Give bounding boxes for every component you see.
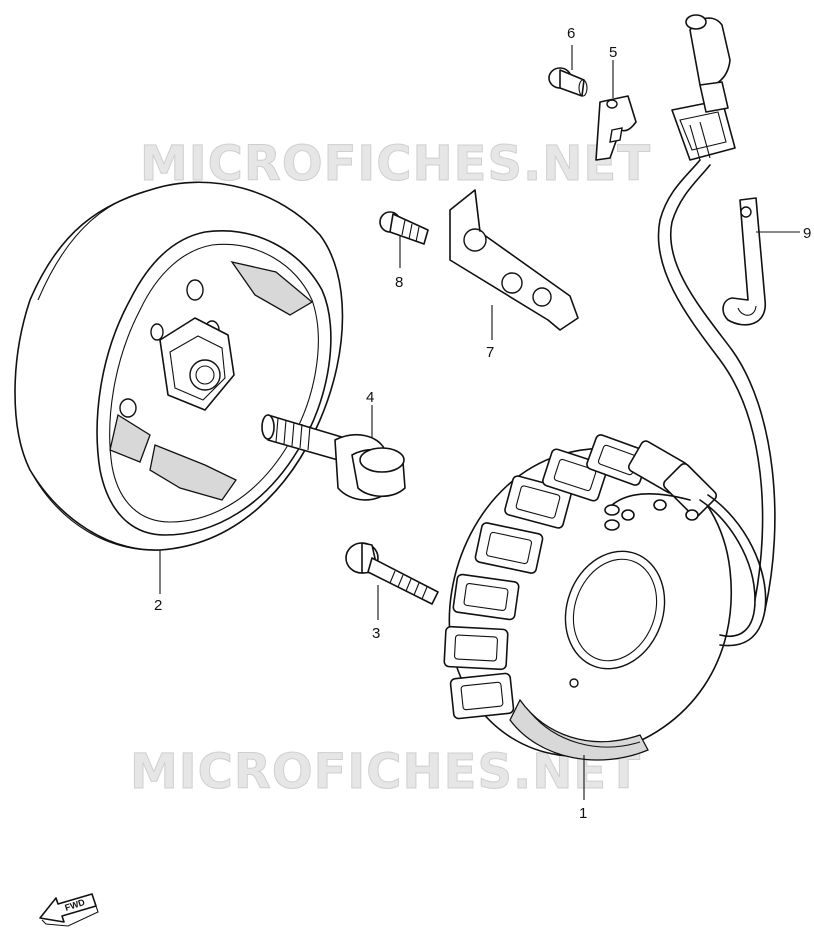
callout-4: 4 (366, 389, 374, 406)
bracket (449, 189, 579, 331)
screw-8 (379, 211, 429, 245)
callout-1: 1 (579, 805, 587, 822)
rotor-bolt (261, 414, 406, 501)
clamp (595, 95, 637, 161)
callout-8: 8 (395, 274, 403, 291)
wire-clamp (722, 197, 766, 326)
rotor-flywheel (14, 181, 344, 551)
fwd-arrow-icon: FWD (39, 893, 99, 927)
callout-6: 6 (567, 25, 575, 42)
callout-9: 9 (803, 225, 811, 242)
watermark-top: MICROFICHES.NET (140, 136, 651, 192)
callout-7: 7 (486, 344, 494, 361)
stator-coil (443, 434, 732, 761)
bolt (345, 542, 439, 605)
wire-harness (657, 14, 776, 647)
callout-2: 2 (154, 597, 162, 614)
screw-6 (548, 67, 588, 97)
leader-lines (159, 45, 800, 800)
callout-5: 5 (609, 44, 617, 61)
callout-3: 3 (372, 625, 380, 642)
